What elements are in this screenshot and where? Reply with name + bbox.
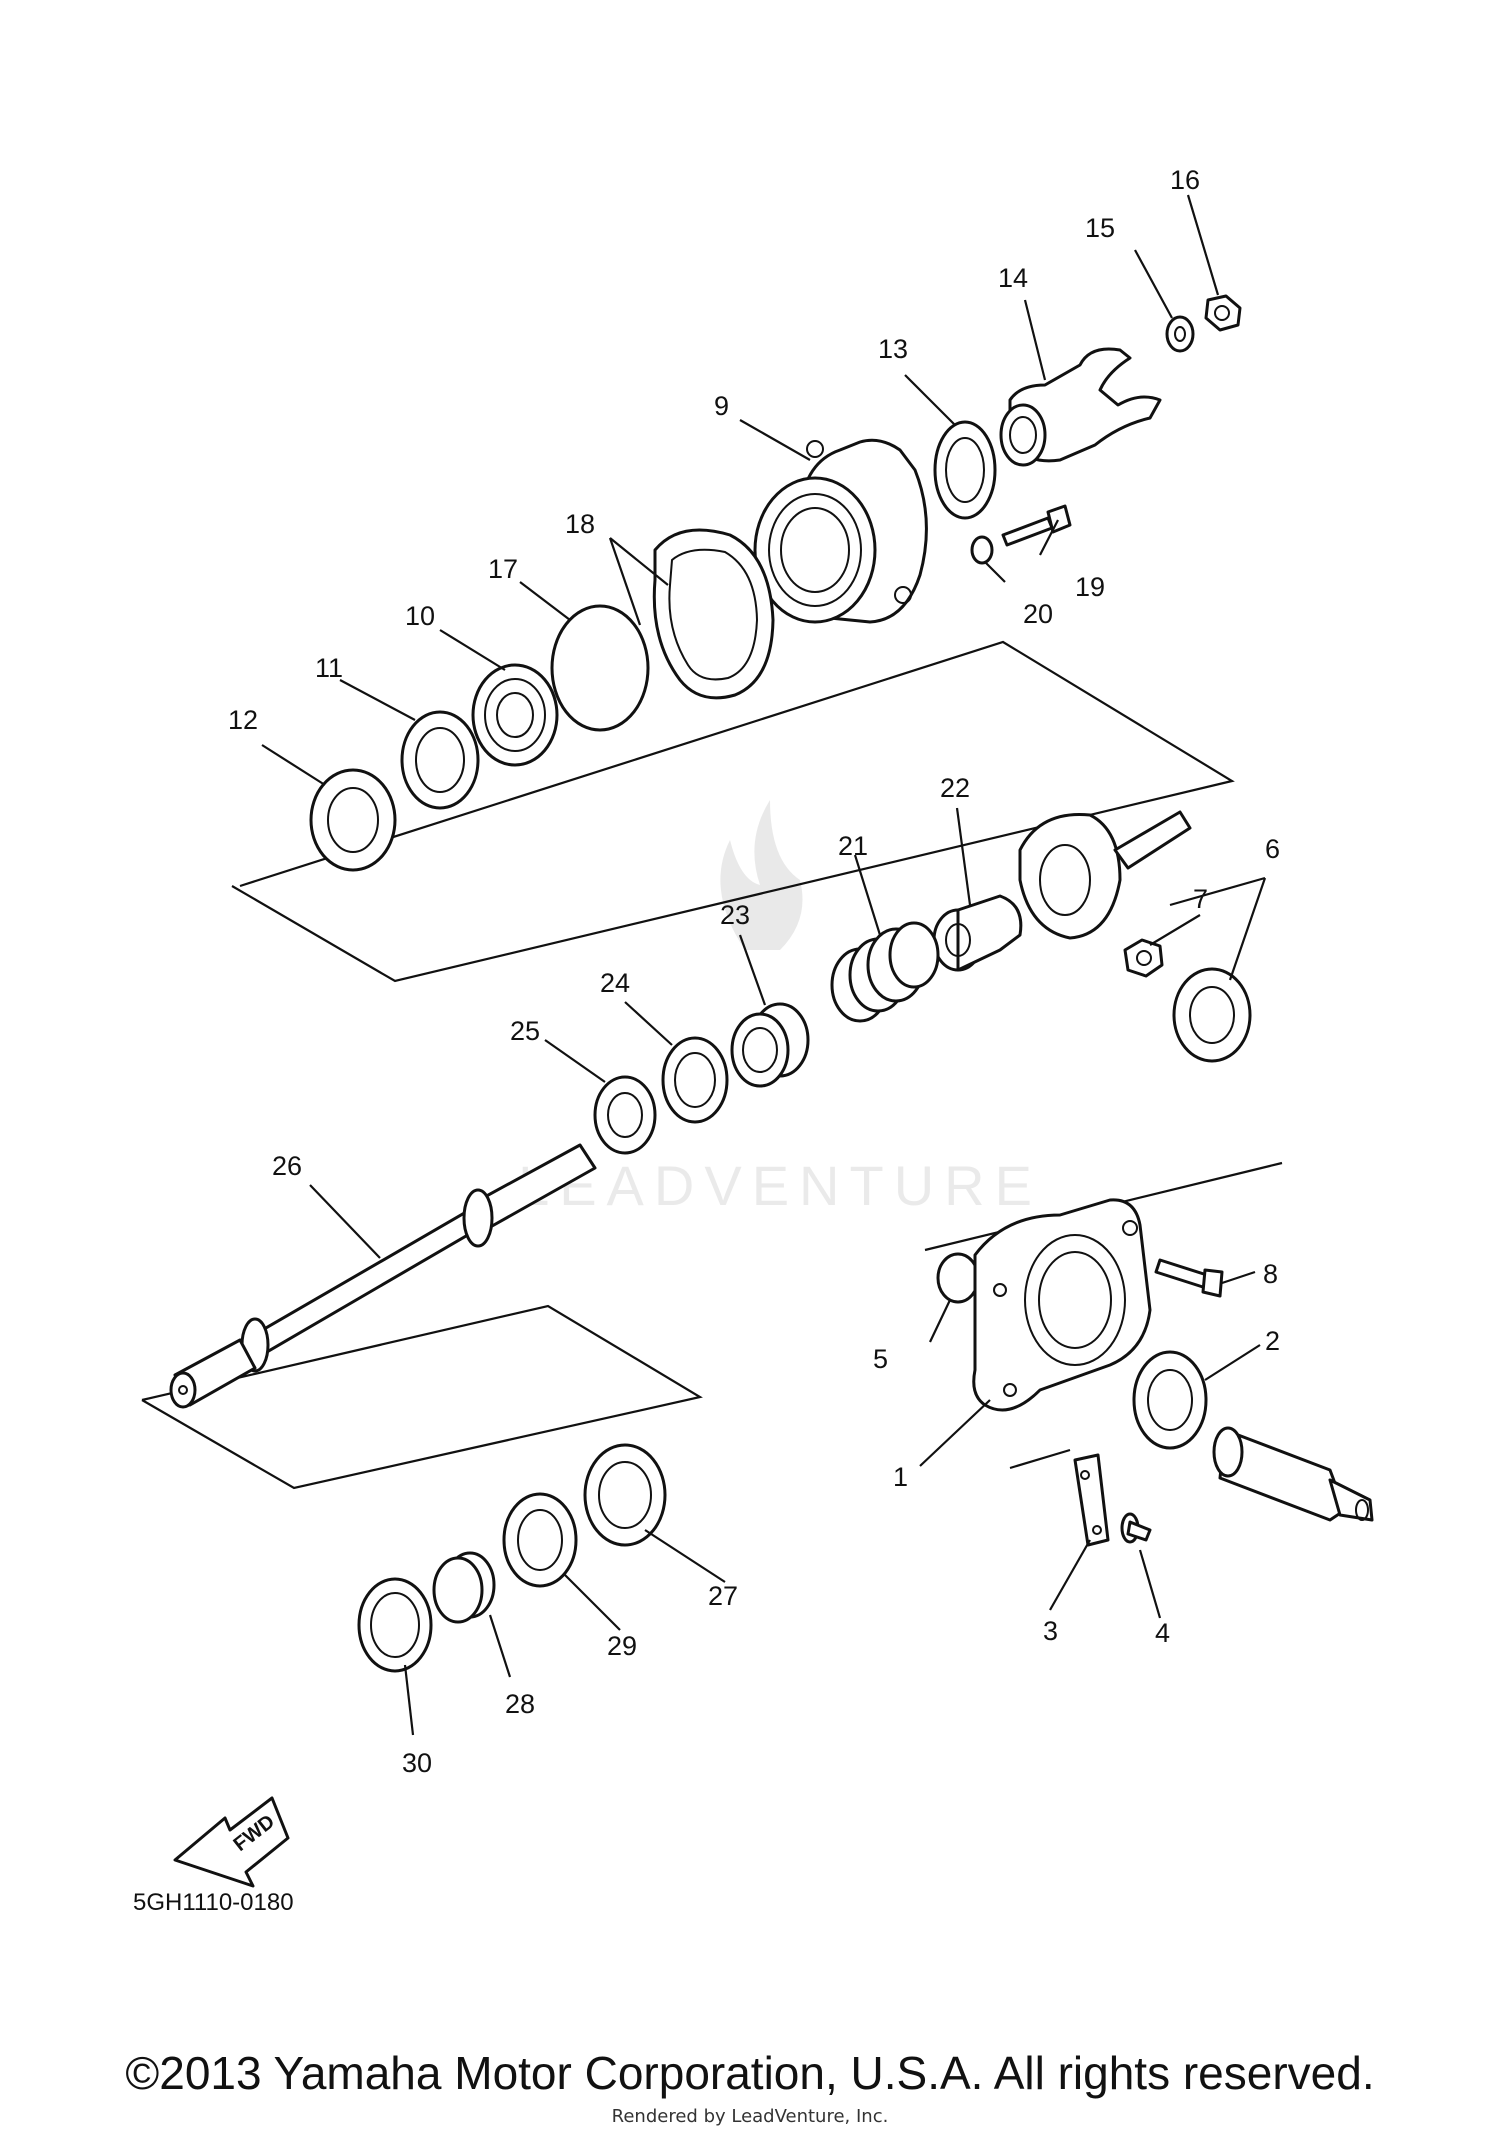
part-27-bearing [583,1443,667,1547]
callout-6: 6 [1265,834,1280,864]
callout-9: 9 [714,391,729,421]
callout-11: 11 [315,653,343,683]
callout-14: 14 [998,263,1028,293]
callout-13: 13 [878,334,908,364]
part-28-collar [432,1551,496,1624]
callout-12: 12 [228,705,258,735]
callout-1: 1 [893,1462,908,1492]
watermark: LEADVENTURE [518,800,1042,1217]
leader-lines [261,194,1267,1736]
part-8-bolt [1154,1258,1224,1298]
rendered-by-credit: Rendered by LeadVenture, Inc. [611,2106,889,2127]
part-1-bearing-housing [972,1198,1152,1412]
part-11-ring-nut [400,710,480,810]
callout-7: 7 [1193,884,1208,914]
part-6-bevel-gear [1018,810,1252,1063]
callout-8: 8 [1263,1259,1278,1289]
callout-17: 17 [488,554,518,584]
watermark-text: LEADVENTURE [518,1154,1042,1217]
part-2-bearing [1132,1350,1208,1450]
pinion-shaft [1212,1426,1374,1522]
part-24-bearing [661,1036,729,1124]
callout-numbers: 1 2 3 4 5 6 7 8 9 10 11 12 13 14 15 16 1… [228,165,1280,1778]
callout-30: 30 [402,1748,432,1778]
part-29-ring-nut [502,1492,578,1588]
callout-21: 21 [838,831,868,861]
part-26-drive-shaft [169,1143,597,1409]
callout-19: 19 [1075,572,1105,602]
callout-10: 10 [405,601,435,631]
part-4-screw [1120,1512,1152,1544]
part-7-nut [1123,938,1164,978]
forward-direction-arrow-icon: FWD [173,1796,290,1888]
callout-2: 2 [1265,1326,1280,1356]
part-18-gasket [652,528,775,700]
callout-28: 28 [505,1689,535,1719]
part-20-washer [970,535,994,565]
callout-22: 22 [940,773,970,803]
part-3-plate [1073,1453,1110,1547]
part-16-nut [1204,294,1242,332]
copyright-notice: ©2013 Yamaha Motor Corporation, U.S.A. A… [125,2047,1375,2099]
part-12-oil-seal [309,768,397,872]
part-14-yoke [999,347,1162,467]
callout-23: 23 [720,900,750,930]
callout-29: 29 [607,1631,637,1661]
callout-26: 26 [272,1151,302,1181]
callout-5: 5 [873,1344,888,1374]
part-5-o-ring [936,1252,980,1304]
part-17-o-ring [550,604,650,732]
callout-4: 4 [1155,1618,1170,1648]
part-30-oil-seal [357,1577,433,1673]
part-10-bearing [471,663,559,767]
callout-3: 3 [1043,1616,1058,1646]
part-19-bolt [1001,504,1072,547]
callout-27: 27 [708,1581,738,1611]
callout-18: 18 [565,509,595,539]
callout-20: 20 [1023,599,1053,629]
callout-25: 25 [510,1016,540,1046]
part-23-collar [730,1002,810,1088]
drawing-code: 5GH1110-0180 [133,1889,294,1916]
part-25-bearing [593,1075,657,1155]
watermark-flame-icon [720,800,803,950]
callout-24: 24 [600,968,630,998]
part-21-spring [830,921,940,1023]
part-13-oil-seal [933,420,997,520]
part-15-washer [1165,315,1195,353]
callout-16: 16 [1170,165,1200,195]
part-22-collar [932,894,1023,972]
callout-15: 15 [1085,213,1115,243]
part-9-bearing-housing [753,438,928,624]
